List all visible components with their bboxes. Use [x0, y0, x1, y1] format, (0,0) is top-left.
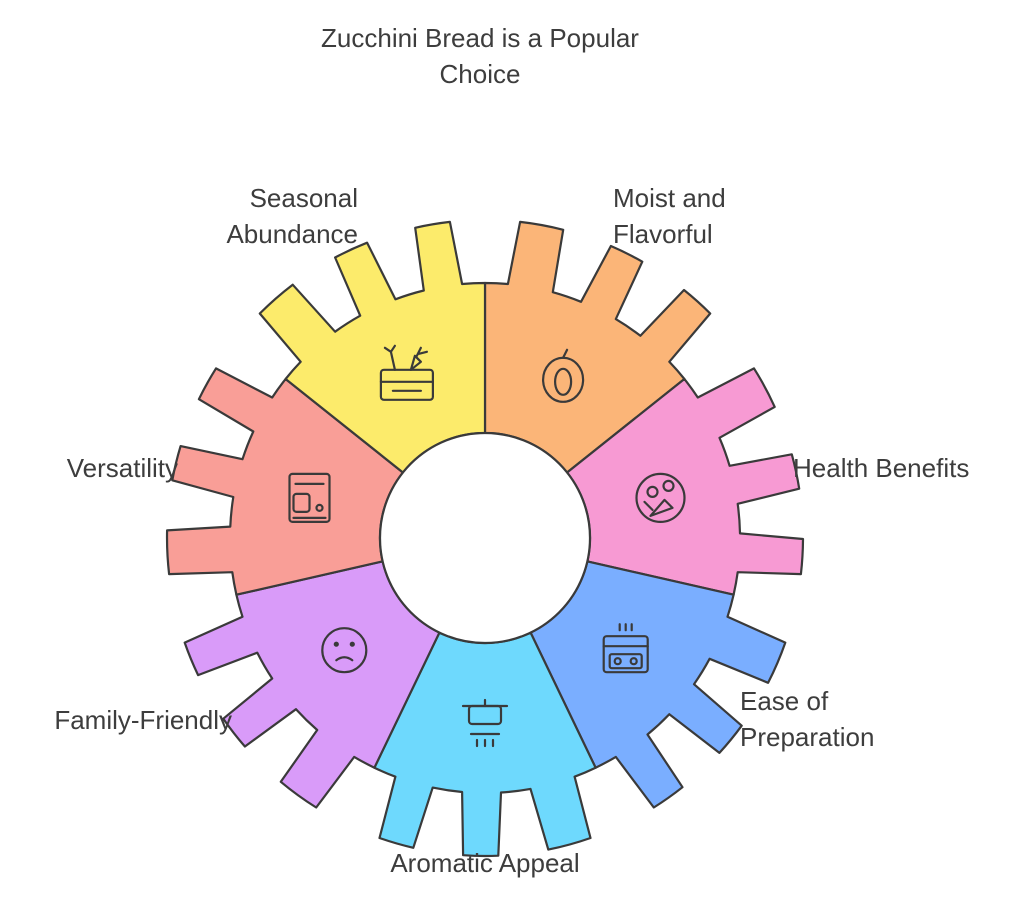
title-line-2: Choice: [439, 59, 521, 89]
fruit-icon: [541, 348, 585, 403]
face-icon: [321, 627, 368, 674]
label-moist-line-2: Flavorful: [613, 219, 713, 249]
label-ease-of-preparation: Ease of Preparation: [740, 683, 874, 755]
label-family-line-1: Family-Friendly: [54, 705, 232, 735]
vegetable-crate-icon: [379, 344, 434, 401]
stove-icon: [602, 623, 649, 674]
label-seasonal-line-2: Abundance: [226, 219, 358, 249]
label-ease-line-2: Preparation: [740, 722, 875, 752]
label-seasonal-abundance: Seasonal Abundance: [130, 180, 358, 252]
label-versatility-line-1: Versatility: [66, 453, 178, 483]
stand-mixer-icon: [288, 472, 331, 523]
diagram-title: Zucchini Bread is a Popular Choice: [280, 20, 680, 92]
segment-aromatic: [373, 631, 597, 858]
label-moist-line-1: Moist and: [613, 183, 726, 213]
vegetables-plate-icon: [635, 472, 686, 523]
label-aromatic-appeal: Aromatic Appeal: [325, 845, 645, 881]
label-versatility: Versatility: [0, 450, 178, 486]
label-health-line-1: Health Benefits: [793, 453, 970, 483]
label-aromatic-line-1: Aromatic Appeal: [390, 848, 580, 878]
label-seasonal-line-1: Seasonal: [249, 183, 358, 213]
label-ease-line-1: Ease of: [740, 686, 829, 716]
label-family-friendly: Family-Friendly: [0, 702, 232, 738]
gear-hub: [378, 431, 592, 645]
title-line-1: Zucchini Bread is a Popular: [321, 23, 639, 53]
cooking-pot-icon: [461, 698, 509, 748]
segment-health: [566, 367, 805, 596]
label-moist-and-flavorful: Moist and Flavorful: [613, 180, 726, 252]
label-health-benefits: Health Benefits: [793, 450, 969, 486]
